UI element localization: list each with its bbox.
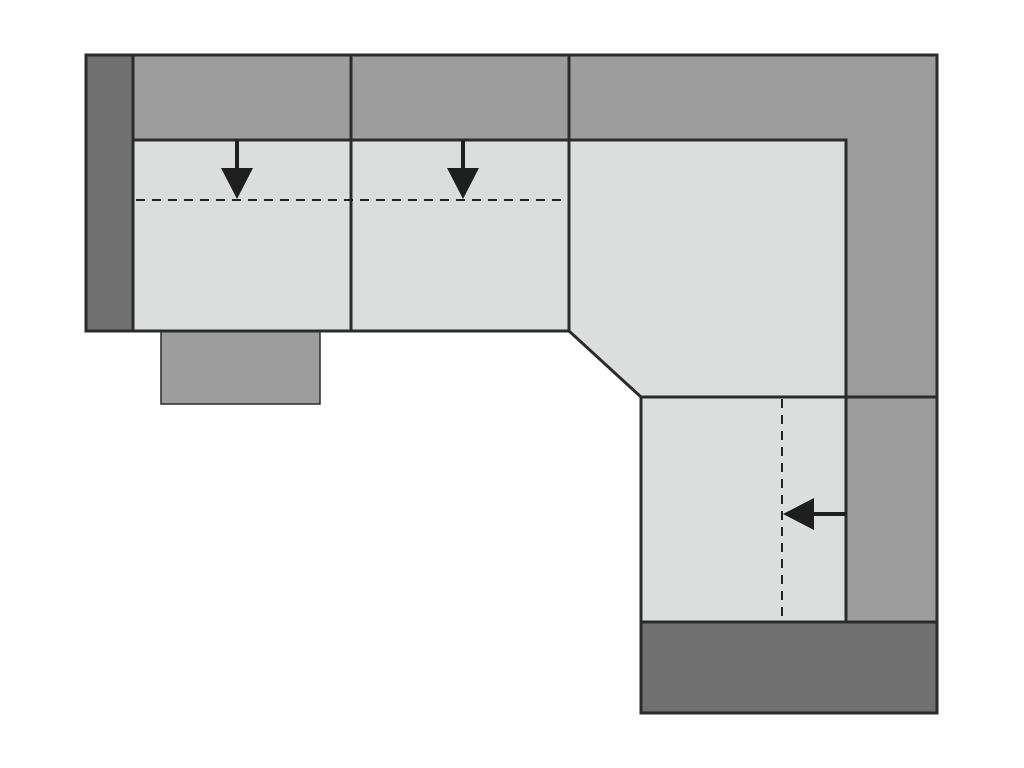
corner-seat <box>567 138 848 399</box>
arrow-down-icon <box>221 140 253 199</box>
bottom-armrest <box>639 620 939 715</box>
backrest-chaise <box>844 395 939 624</box>
arrow-down-icon <box>447 140 479 199</box>
backrest-middle <box>349 53 571 142</box>
left-armrest <box>84 53 135 333</box>
backrest-left <box>131 53 353 142</box>
seat-chaise <box>639 395 848 624</box>
footstool <box>160 330 321 405</box>
arrow-left-icon <box>783 498 846 530</box>
